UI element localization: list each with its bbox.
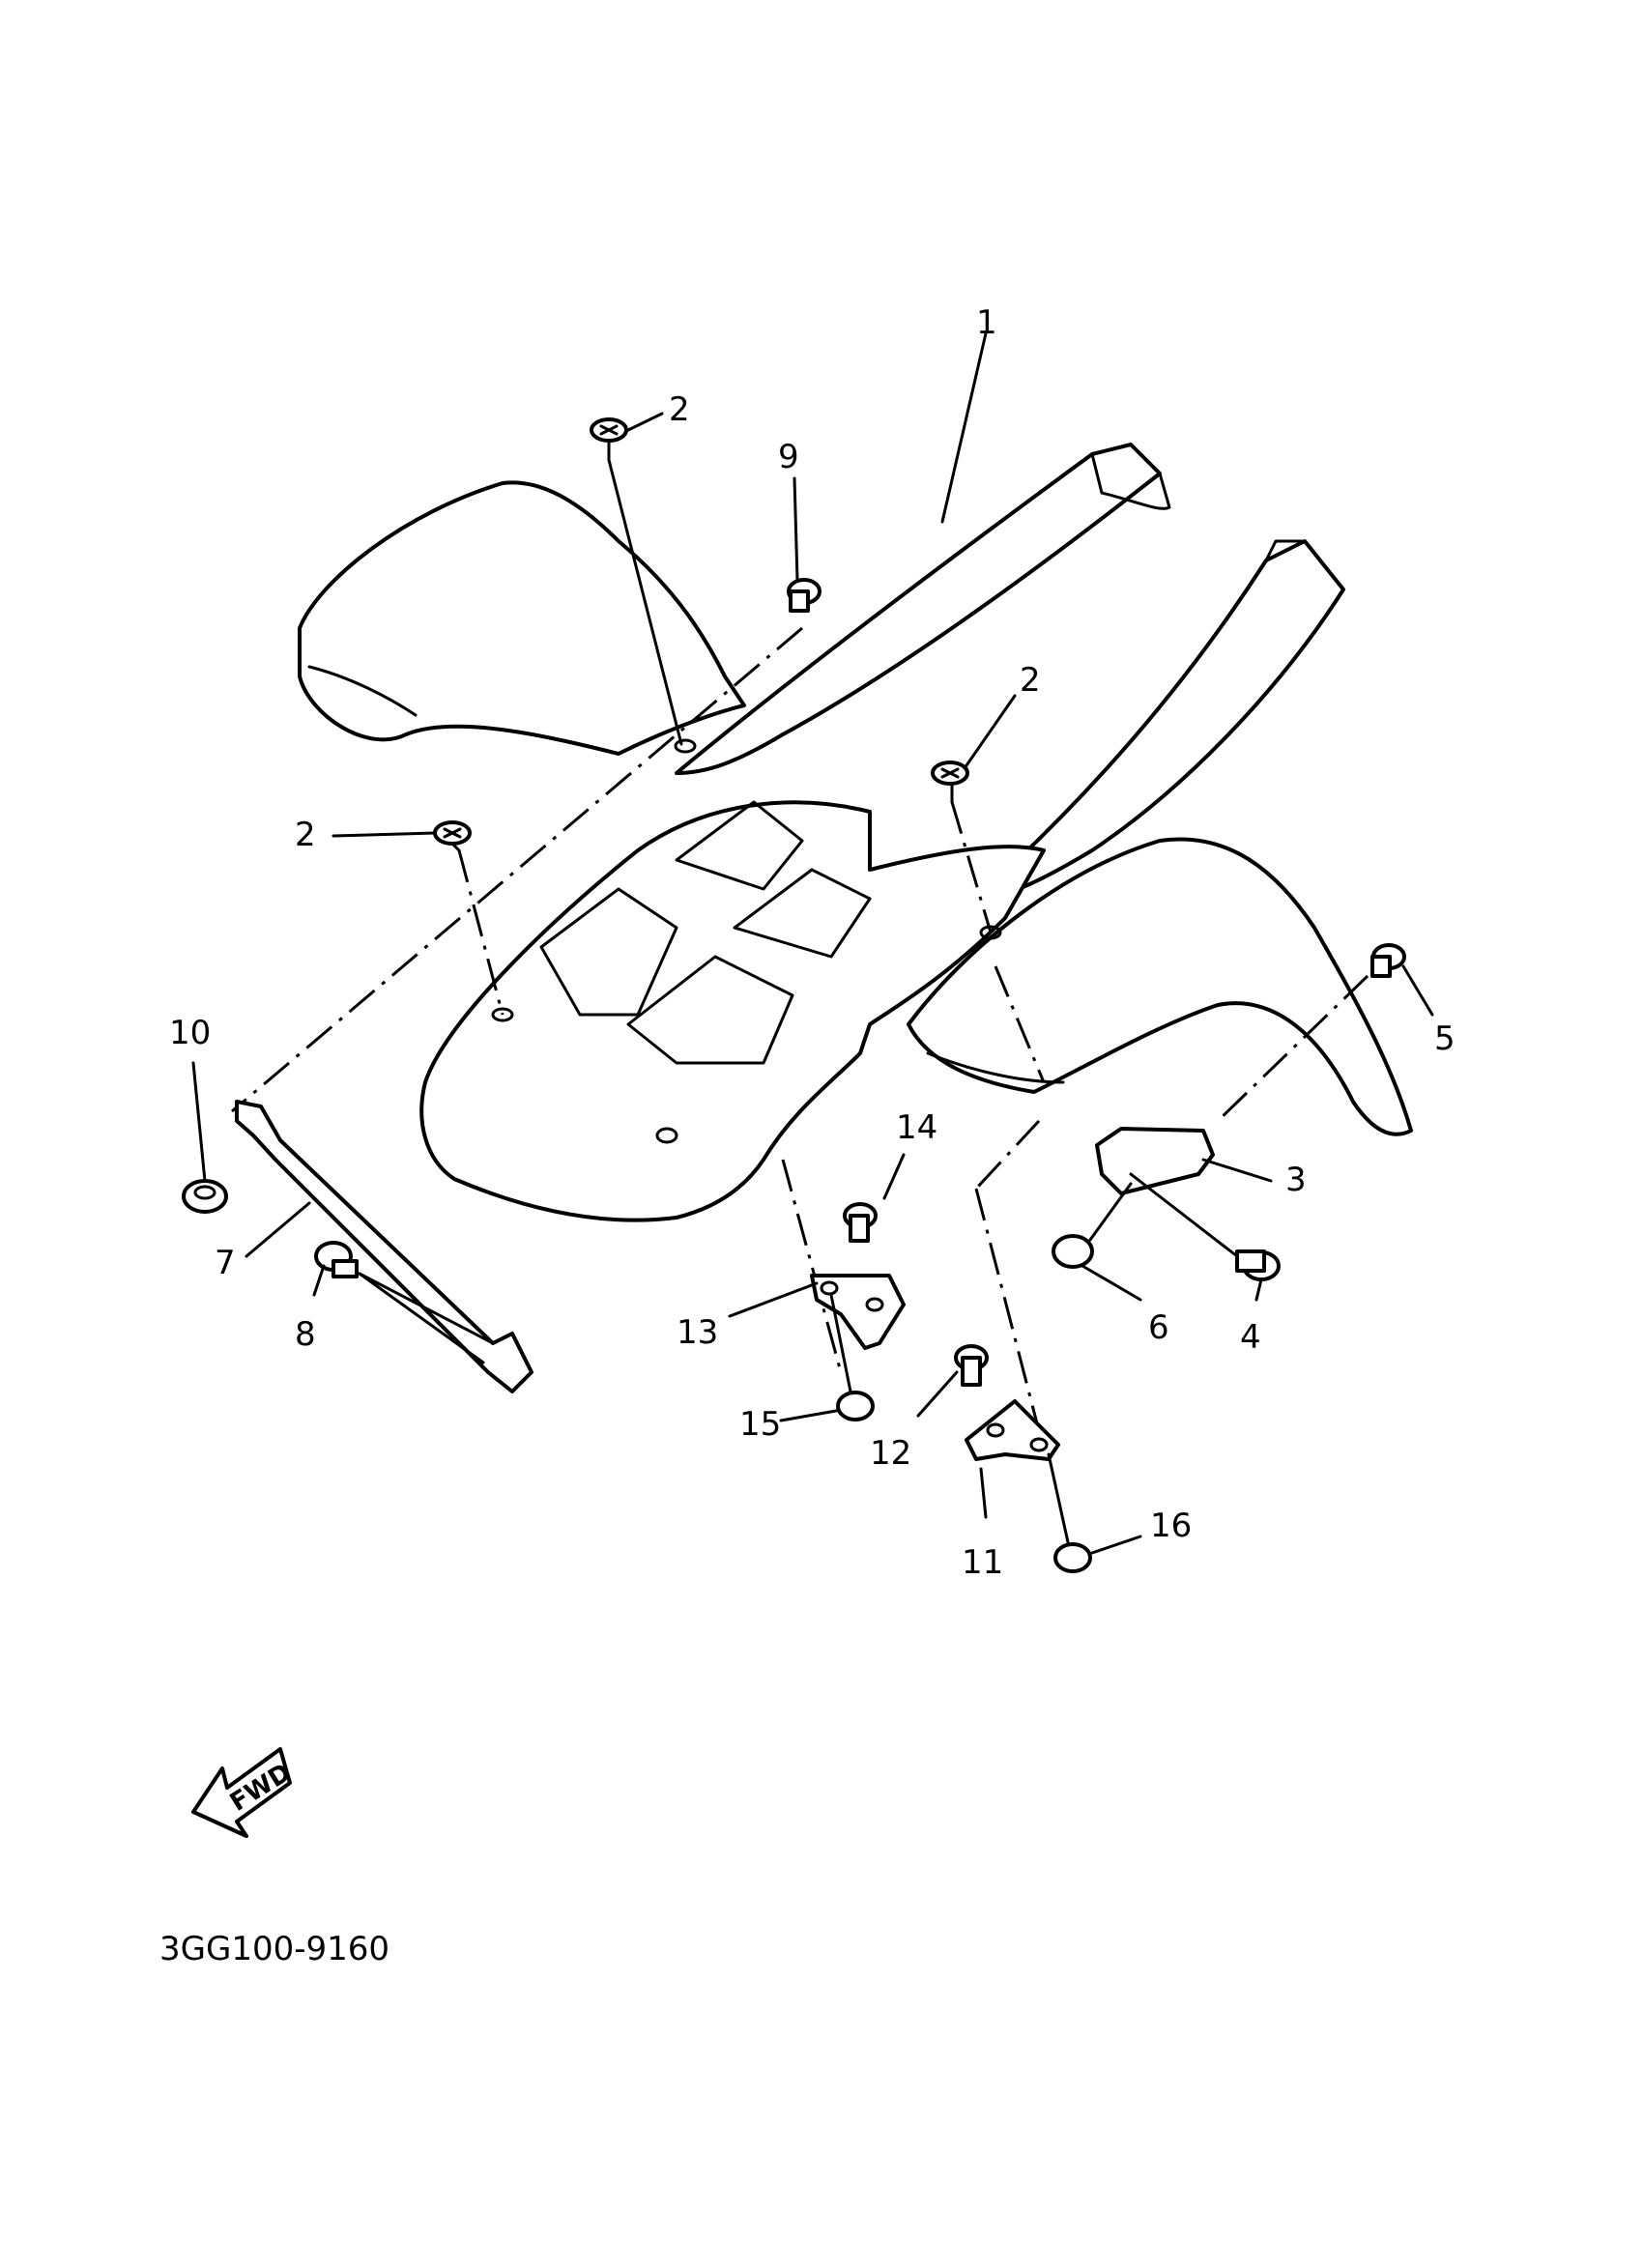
bracket-3 [1095, 1127, 1215, 1195]
callout-15: 15 [739, 1405, 781, 1444]
callout-6: 6 [1148, 1308, 1169, 1347]
bolt-5 [1370, 943, 1406, 978]
nut-15 [836, 1391, 875, 1421]
callout-3: 3 [1285, 1161, 1307, 1199]
bolt-14 [843, 1202, 878, 1243]
screw-2-left [433, 820, 472, 852]
stay-7 [235, 1100, 533, 1393]
callout-12: 12 [870, 1434, 911, 1473]
bracket-11 [965, 1399, 1060, 1461]
bolt-4 [1235, 1249, 1281, 1281]
bracket-13 [810, 1274, 906, 1350]
bolt-12 [954, 1344, 989, 1387]
callout-11: 11 [962, 1543, 1003, 1582]
diagram-code: 3GG100-9160 [159, 1930, 389, 1968]
callout-14: 14 [896, 1108, 937, 1147]
callouts: 1 2 2 2 3 4 5 6 7 8 9 10 11 12 13 14 15 [169, 303, 1456, 1582]
callout-4: 4 [1240, 1318, 1261, 1357]
callout-16: 16 [1150, 1507, 1192, 1545]
callout-5: 5 [1434, 1019, 1456, 1058]
alignment-lines [231, 626, 1369, 1450]
nut-16 [1053, 1542, 1092, 1573]
callout-9: 9 [778, 438, 799, 476]
fwd-arrow-icon: FWD [191, 1747, 297, 1838]
screw-2-top [590, 417, 628, 462]
bolt-9 [787, 578, 822, 613]
callout-10: 10 [169, 1014, 211, 1052]
nut-6 [1052, 1234, 1094, 1269]
callout-2-left: 2 [295, 816, 316, 854]
callout-1: 1 [976, 303, 997, 342]
callout-2-top: 2 [669, 390, 690, 429]
callout-7: 7 [215, 1244, 236, 1282]
callout-8: 8 [295, 1315, 316, 1354]
screw-2-right [931, 761, 969, 804]
nut-10 [182, 1179, 228, 1214]
callout-13: 13 [677, 1313, 718, 1352]
bolt-8 [314, 1241, 359, 1278]
callout-2-right: 2 [1020, 661, 1041, 700]
